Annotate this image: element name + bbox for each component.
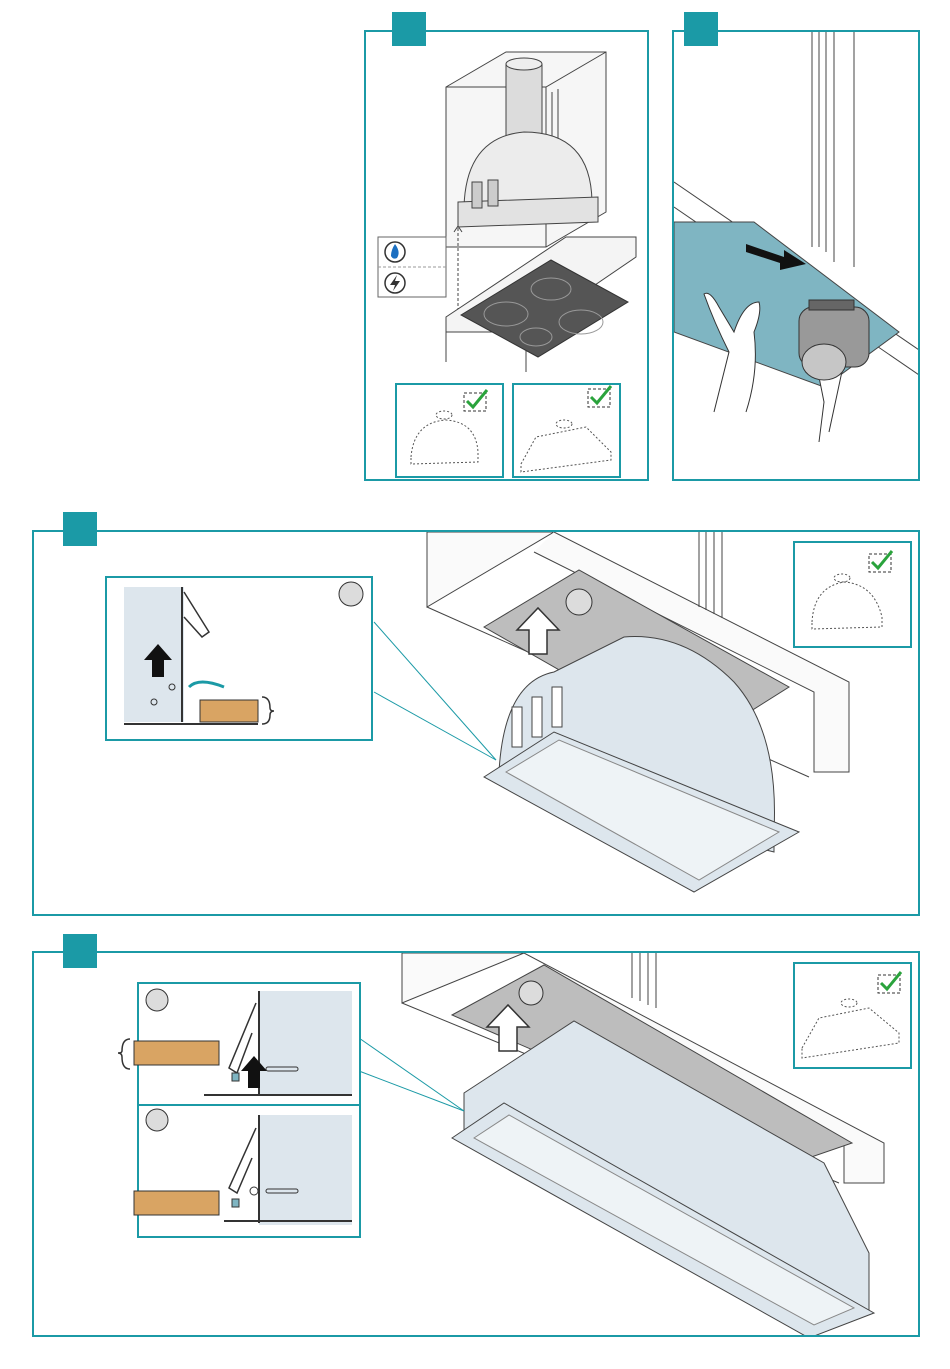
hood-variant-flat	[513, 384, 620, 477]
gas-icon	[385, 242, 405, 262]
electric-icon	[385, 273, 405, 293]
panel-3-illustration	[34, 532, 920, 916]
step-tab-3	[63, 512, 97, 546]
step-marker-circle	[519, 981, 543, 1005]
detail-callout	[106, 577, 496, 760]
step-tab-4	[63, 934, 97, 968]
saw-icon	[799, 300, 869, 380]
hood-variant-rounded	[794, 542, 911, 647]
step-panel-2	[672, 30, 920, 481]
step-panel-1	[364, 30, 649, 481]
hood-variant-rounded	[396, 384, 503, 477]
panel-4-illustration	[34, 953, 920, 1337]
panel-1-illustration	[366, 32, 649, 481]
hood-variant-flat	[794, 963, 911, 1068]
step-tab-2	[684, 12, 718, 46]
step-tab-1	[392, 12, 426, 46]
detail-callout-bottom	[134, 1105, 360, 1237]
detail-callout-top	[118, 983, 464, 1111]
step-marker-circle	[566, 589, 592, 615]
duct	[506, 58, 542, 144]
panel-2-illustration	[674, 32, 920, 481]
distance-icons	[378, 237, 446, 297]
step-panel-4	[32, 951, 920, 1337]
step-panel-3	[32, 530, 920, 916]
